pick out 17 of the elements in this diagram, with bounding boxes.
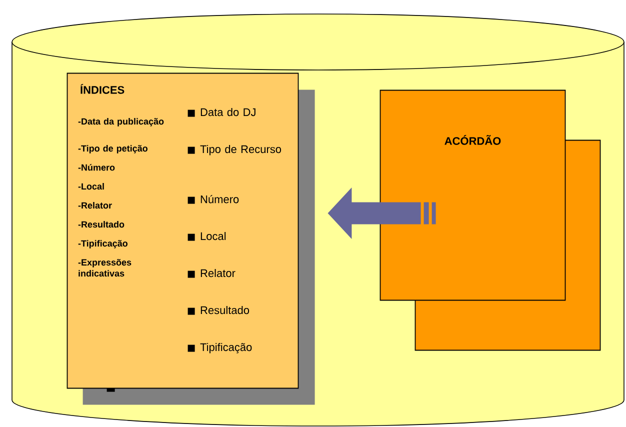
- list-item: -Número: [78, 164, 115, 171]
- bullet-item: Tipificação: [188, 343, 252, 354]
- bullet-item: Local: [188, 232, 226, 241]
- bullet-item: Número: [188, 195, 239, 204]
- heading: ÍNDICES: [80, 84, 124, 94]
- bullet-item: Data do DJ: [188, 108, 256, 117]
- list-item: -Tipificação: [78, 240, 128, 248]
- list-item: -Expressões indicativas: [78, 258, 132, 277]
- list-item: -Relator: [78, 202, 112, 209]
- document-box: ACÓRDÃO: [380, 90, 566, 301]
- list-item: -Tipo de petição: [78, 145, 148, 154]
- bullet-item: Relator: [188, 269, 236, 278]
- bullet-item: Resultado: [188, 306, 250, 315]
- list-item: -Data da publicação: [78, 118, 164, 126]
- list-item: -Resultado: [78, 221, 124, 228]
- bullet-item: Tipo de Recurso: [188, 145, 282, 156]
- list-item: -Local: [78, 183, 104, 190]
